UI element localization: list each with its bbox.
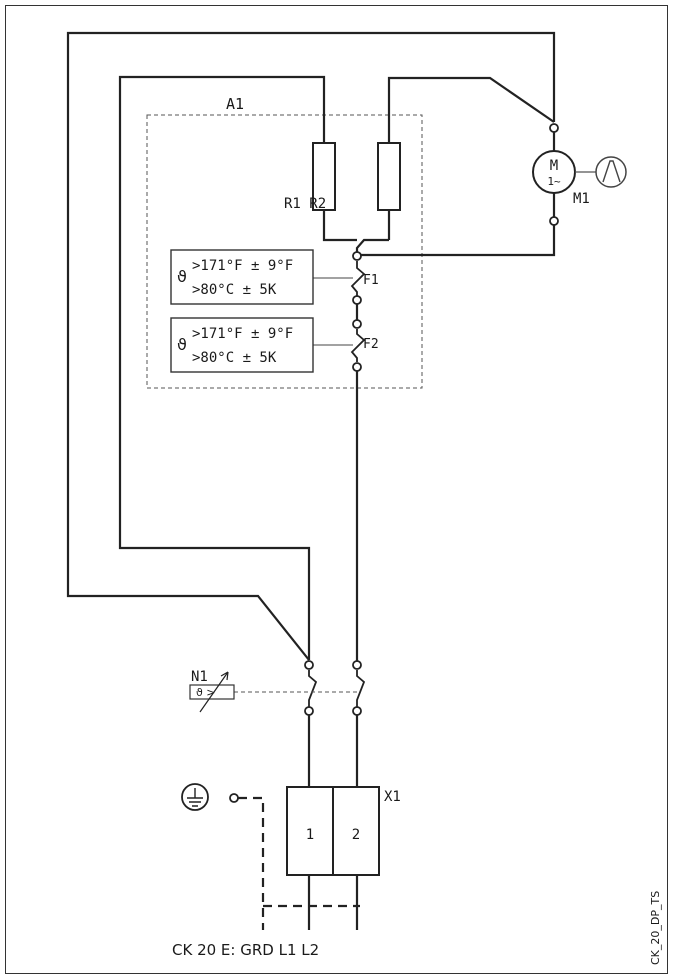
- f1-terminal-bottom: [352, 295, 362, 305]
- n1-arrow-head-icon: [220, 671, 229, 681]
- n1-sensor-symbol: ϑ >: [196, 686, 216, 699]
- wire-outer-loop: [66, 31, 556, 661]
- motor-terminal-bottom: [549, 216, 559, 226]
- f1-setpoint-f: >171°F ± 9°F: [192, 258, 293, 274]
- n1-terminal-left-bottom: [304, 706, 314, 716]
- f2-setpoint-f: >171°F ± 9°F: [192, 326, 293, 342]
- drawing-code: CK_20_DP_TS: [649, 891, 662, 965]
- n1-sensor-box: [189, 684, 235, 700]
- f1-contact: [350, 261, 366, 296]
- ground-wire: [238, 796, 360, 930]
- diagram-frame: [5, 5, 668, 974]
- thermostat-box-f1: [170, 249, 314, 305]
- wire-r1-node: [322, 210, 357, 242]
- terminal-block-2: [332, 786, 380, 876]
- n1-terminal-right-top: [352, 660, 362, 670]
- resistor-r2: [377, 142, 401, 211]
- f2-setpoint-c: >80°C ± 5K: [192, 350, 277, 366]
- f1-terminal-top: [352, 251, 362, 261]
- fan-blade-icon: [602, 160, 621, 183]
- resistor-r1: [312, 142, 336, 211]
- motor-terminal-top: [549, 123, 559, 133]
- f2-contact: [350, 329, 366, 362]
- wire-inner-loop: [118, 75, 326, 660]
- f2-terminal-top: [352, 319, 362, 329]
- terminal-block-1: [286, 786, 334, 876]
- thermostat-box-f2: [170, 317, 314, 373]
- component-box-a1: [146, 114, 423, 389]
- label-x1: X1: [384, 789, 401, 805]
- wire-r2-motor: [387, 76, 555, 143]
- f2-terminal-bottom: [352, 362, 362, 372]
- motor-label-m: M: [550, 158, 558, 174]
- label-a1: A1: [226, 95, 244, 113]
- terminal-1-label: 1: [306, 827, 314, 843]
- ground-symbol-lines: [187, 788, 203, 807]
- label-n1: N1: [191, 669, 208, 685]
- wires: [66, 31, 556, 930]
- ground-terminal: [229, 793, 239, 803]
- f1-temp-icon: ϑ: [177, 267, 187, 286]
- label-r1-r2: R1 R2: [284, 196, 326, 212]
- supply-label: CK 20 E: GRD L1 L2: [172, 941, 319, 959]
- n1-contact-right: [356, 670, 366, 707]
- n1-contact-left: [308, 670, 318, 707]
- label-m1: M1: [573, 191, 590, 207]
- label-f1: F1: [363, 273, 379, 288]
- n1-terminal-right-bottom: [352, 706, 362, 716]
- n1-terminal-left-top: [304, 660, 314, 670]
- n1-adjust-arrow: [199, 671, 229, 713]
- f2-temp-icon: ϑ: [177, 335, 187, 354]
- terminal-2-label: 2: [352, 827, 360, 843]
- motor-label-phase: 1~: [547, 175, 561, 188]
- wire-f1-motor: [357, 222, 556, 257]
- wire-node-motor: [355, 238, 389, 255]
- f1-setpoint-c: >80°C ± 5K: [192, 282, 277, 298]
- label-f2: F2: [363, 337, 379, 352]
